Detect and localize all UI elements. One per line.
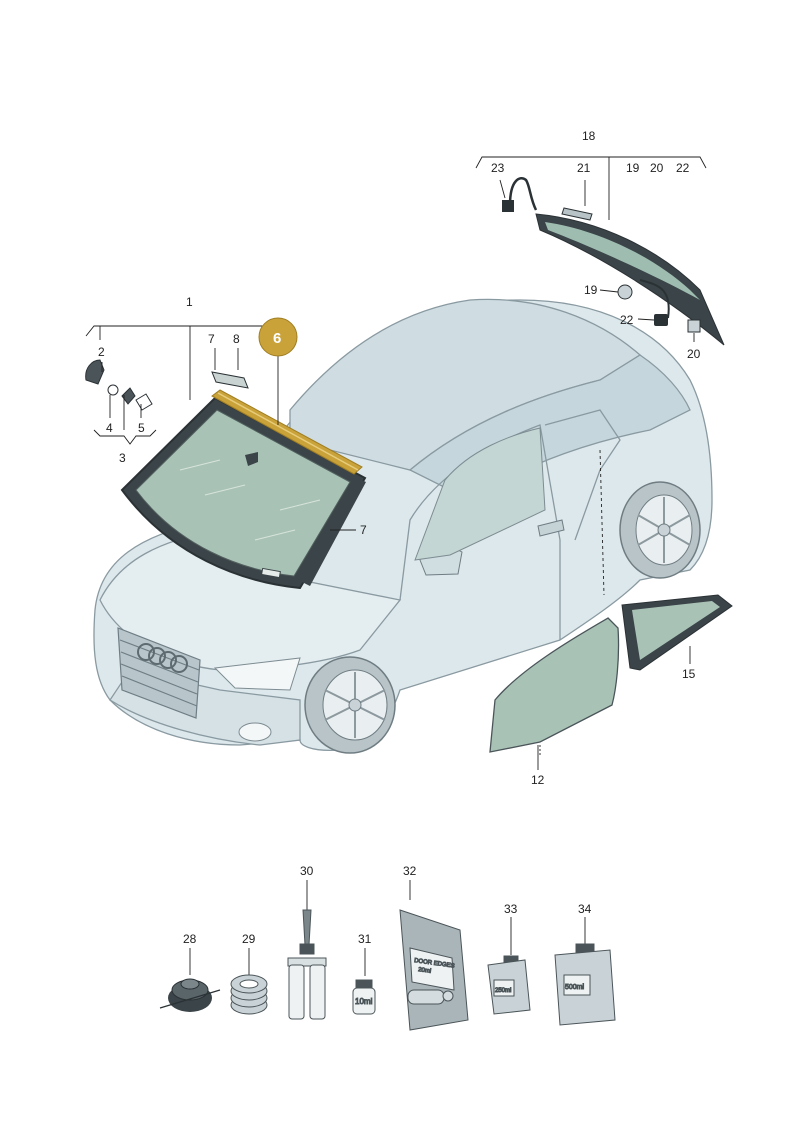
door-window [414, 427, 546, 561]
label-part-5: 5 [138, 421, 145, 435]
primer-volume: 10ml [355, 997, 373, 1006]
headlight [213, 657, 301, 691]
label-part-23: 23 [491, 161, 505, 175]
label-part-1: 1 [186, 295, 193, 309]
side-molding-strip [302, 478, 366, 586]
rear-window [502, 177, 725, 346]
label-part-4: 4 [106, 421, 113, 435]
door-glass [489, 617, 620, 753]
label-part-19: 19 [584, 283, 598, 297]
label-part-21: 21 [577, 161, 591, 175]
cleaner-volume: 250ml [495, 988, 511, 994]
vin-label [261, 567, 281, 579]
label-part-8: 8 [233, 332, 240, 346]
label-part-7-side: 7 [360, 523, 367, 537]
label-part-31: 31 [358, 932, 372, 946]
activator-volume: 500ml [565, 984, 585, 991]
label-part-22: 22 [620, 313, 634, 327]
front-wheel [304, 656, 396, 754]
clip-parts [85, 359, 153, 411]
rear-wheel [619, 481, 701, 579]
label-part-22-top: 22 [676, 161, 690, 175]
label-part-28: 28 [183, 932, 197, 946]
label-part-19-top: 19 [626, 161, 640, 175]
brand-logo-rings [137, 643, 188, 673]
primer-bottle-10ml: 10ml [352, 979, 376, 1015]
quarter-glass [621, 594, 733, 671]
adhesive-cartridge [287, 909, 327, 1020]
label-part-20: 20 [687, 347, 701, 361]
label-part-2: 2 [98, 345, 105, 359]
label-part-3: 3 [119, 451, 126, 465]
fog-light [238, 722, 272, 742]
label-part-33: 33 [504, 902, 518, 916]
label-part-6: 6 [273, 330, 281, 347]
label-part-30: 30 [300, 864, 314, 878]
mirror-mount [245, 452, 258, 466]
part-labels: 1 2 3 4 5 7 7 8 12 15 18 19 20 22 21 23 … [98, 129, 701, 946]
label-part-15: 15 [682, 667, 696, 681]
label-part-34: 34 [578, 902, 592, 916]
label-part-20-top: 20 [650, 161, 664, 175]
label-part-12: 12 [531, 773, 545, 787]
leader-lines [85, 156, 707, 976]
label-part-7-top: 7 [208, 332, 215, 346]
label-part-29: 29 [242, 932, 256, 946]
repair-kit-pouch: DOOR EDGES 20ml [399, 909, 469, 1031]
highlighted-part-badge: 6 [258, 317, 298, 357]
windshield [120, 396, 367, 590]
label-part-32: 32 [403, 864, 417, 878]
cleaner-can-250ml: 250ml [487, 955, 531, 1015]
foam-pad [211, 371, 249, 389]
door-handle [537, 519, 565, 537]
label-part-18: 18 [582, 129, 596, 143]
activator-can-500ml: 500ml [554, 943, 616, 1026]
sealing-coil [230, 974, 268, 1015]
sealing-cord-spool [159, 978, 221, 1012]
pouch-text-line2: 20ml [418, 967, 432, 975]
